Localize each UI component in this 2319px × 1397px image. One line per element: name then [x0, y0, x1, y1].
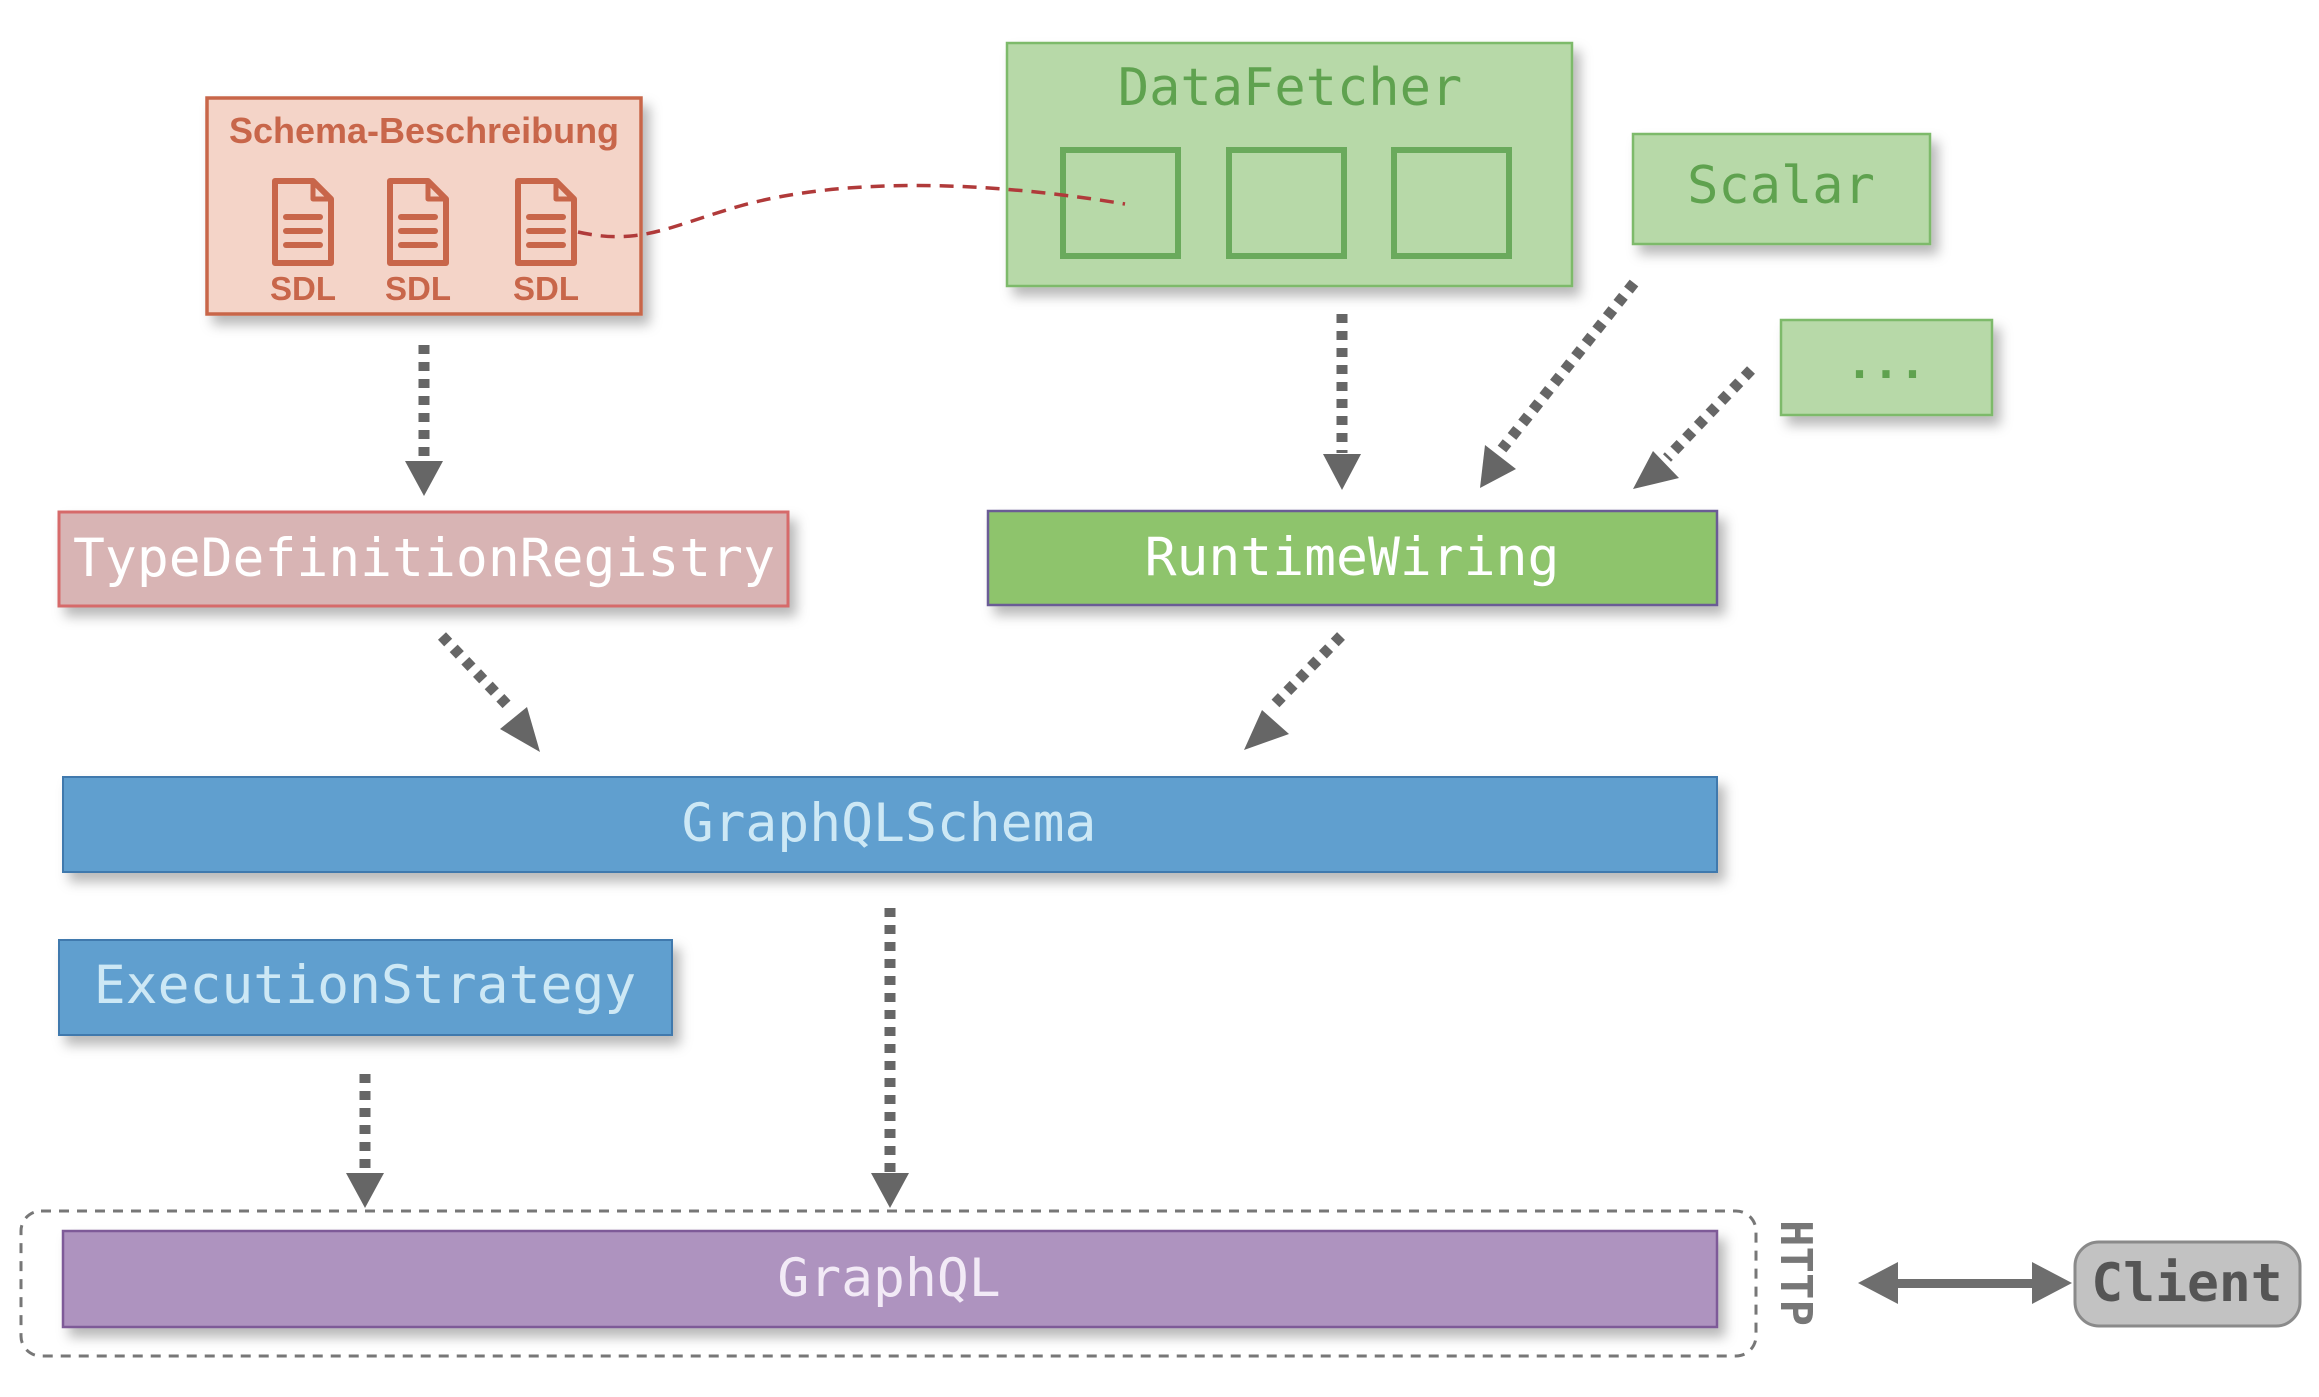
graphql-box: GraphQL [61, 1229, 1719, 1329]
sdl-file-1: SDL [270, 181, 336, 307]
graphql-client-bidirectional-arrow [1858, 1262, 2072, 1304]
arrow-graphql-schema-to-graphql [871, 908, 909, 1208]
arrow-more-to-runtime-wiring [1633, 366, 1755, 489]
scalar-label: Scalar [1687, 156, 1875, 216]
sdl-file-label: SDL [270, 270, 336, 307]
schema-description-title: Schema-Beschreibung [229, 110, 619, 151]
execution-strategy-label: ExecutionStrategy [94, 955, 636, 1016]
datafetcher-slot-2 [1226, 147, 1347, 259]
type-definition-registry-box: TypeDefinitionRegistry [57, 510, 790, 608]
sdl-file-3: SDL [513, 181, 579, 307]
datafetcher-slot-3 [1391, 147, 1512, 259]
type-definition-registry-label: TypeDefinitionRegistry [73, 528, 775, 589]
schema-to-datafetcher-link [577, 183, 1126, 239]
datafetcher-title: DataFetcher [1118, 58, 1462, 118]
arrow-datafetcher-to-runtime-wiring [1323, 314, 1361, 490]
graphql-schema-box: GraphQLSchema [62, 776, 1718, 873]
execution-strategy-box: ExecutionStrategy [58, 939, 673, 1036]
sdl-file-2: SDL [385, 181, 451, 307]
arrow-schema-to-registry [405, 345, 443, 496]
arrow-runtime-wiring-to-graphql-schema [1244, 632, 1345, 750]
datafetcher-box: DataFetcher [1005, 41, 1574, 288]
runtime-wiring-label: RuntimeWiring [1145, 527, 1560, 588]
http-label: HTTP [1770, 1220, 1821, 1326]
datafetcher-slot-1 [1060, 147, 1181, 259]
runtime-wiring-box: RuntimeWiring [986, 509, 1719, 607]
client-box: Client [2073, 1240, 2302, 1328]
graphql-label: GraphQL [777, 1248, 1000, 1309]
graphql-schema-label: GraphQLSchema [682, 793, 1097, 854]
arrow-scalar-to-runtime-wiring [1480, 279, 1639, 488]
client-label: Client [2091, 1253, 2282, 1314]
sdl-file-label: SDL [513, 270, 579, 307]
schema-description-box: Schema-Beschreibung SDL SDL SDL [205, 96, 643, 316]
more-label: ... [1846, 338, 1925, 389]
http-boundary [19, 1209, 1758, 1358]
arrow-registry-to-graphql-schema [438, 632, 540, 752]
sdl-file-label: SDL [385, 270, 451, 307]
scalar-box: Scalar [1631, 132, 1932, 246]
more-box: ... [1779, 318, 1994, 417]
arrow-execution-strategy-to-graphql [346, 1074, 384, 1208]
